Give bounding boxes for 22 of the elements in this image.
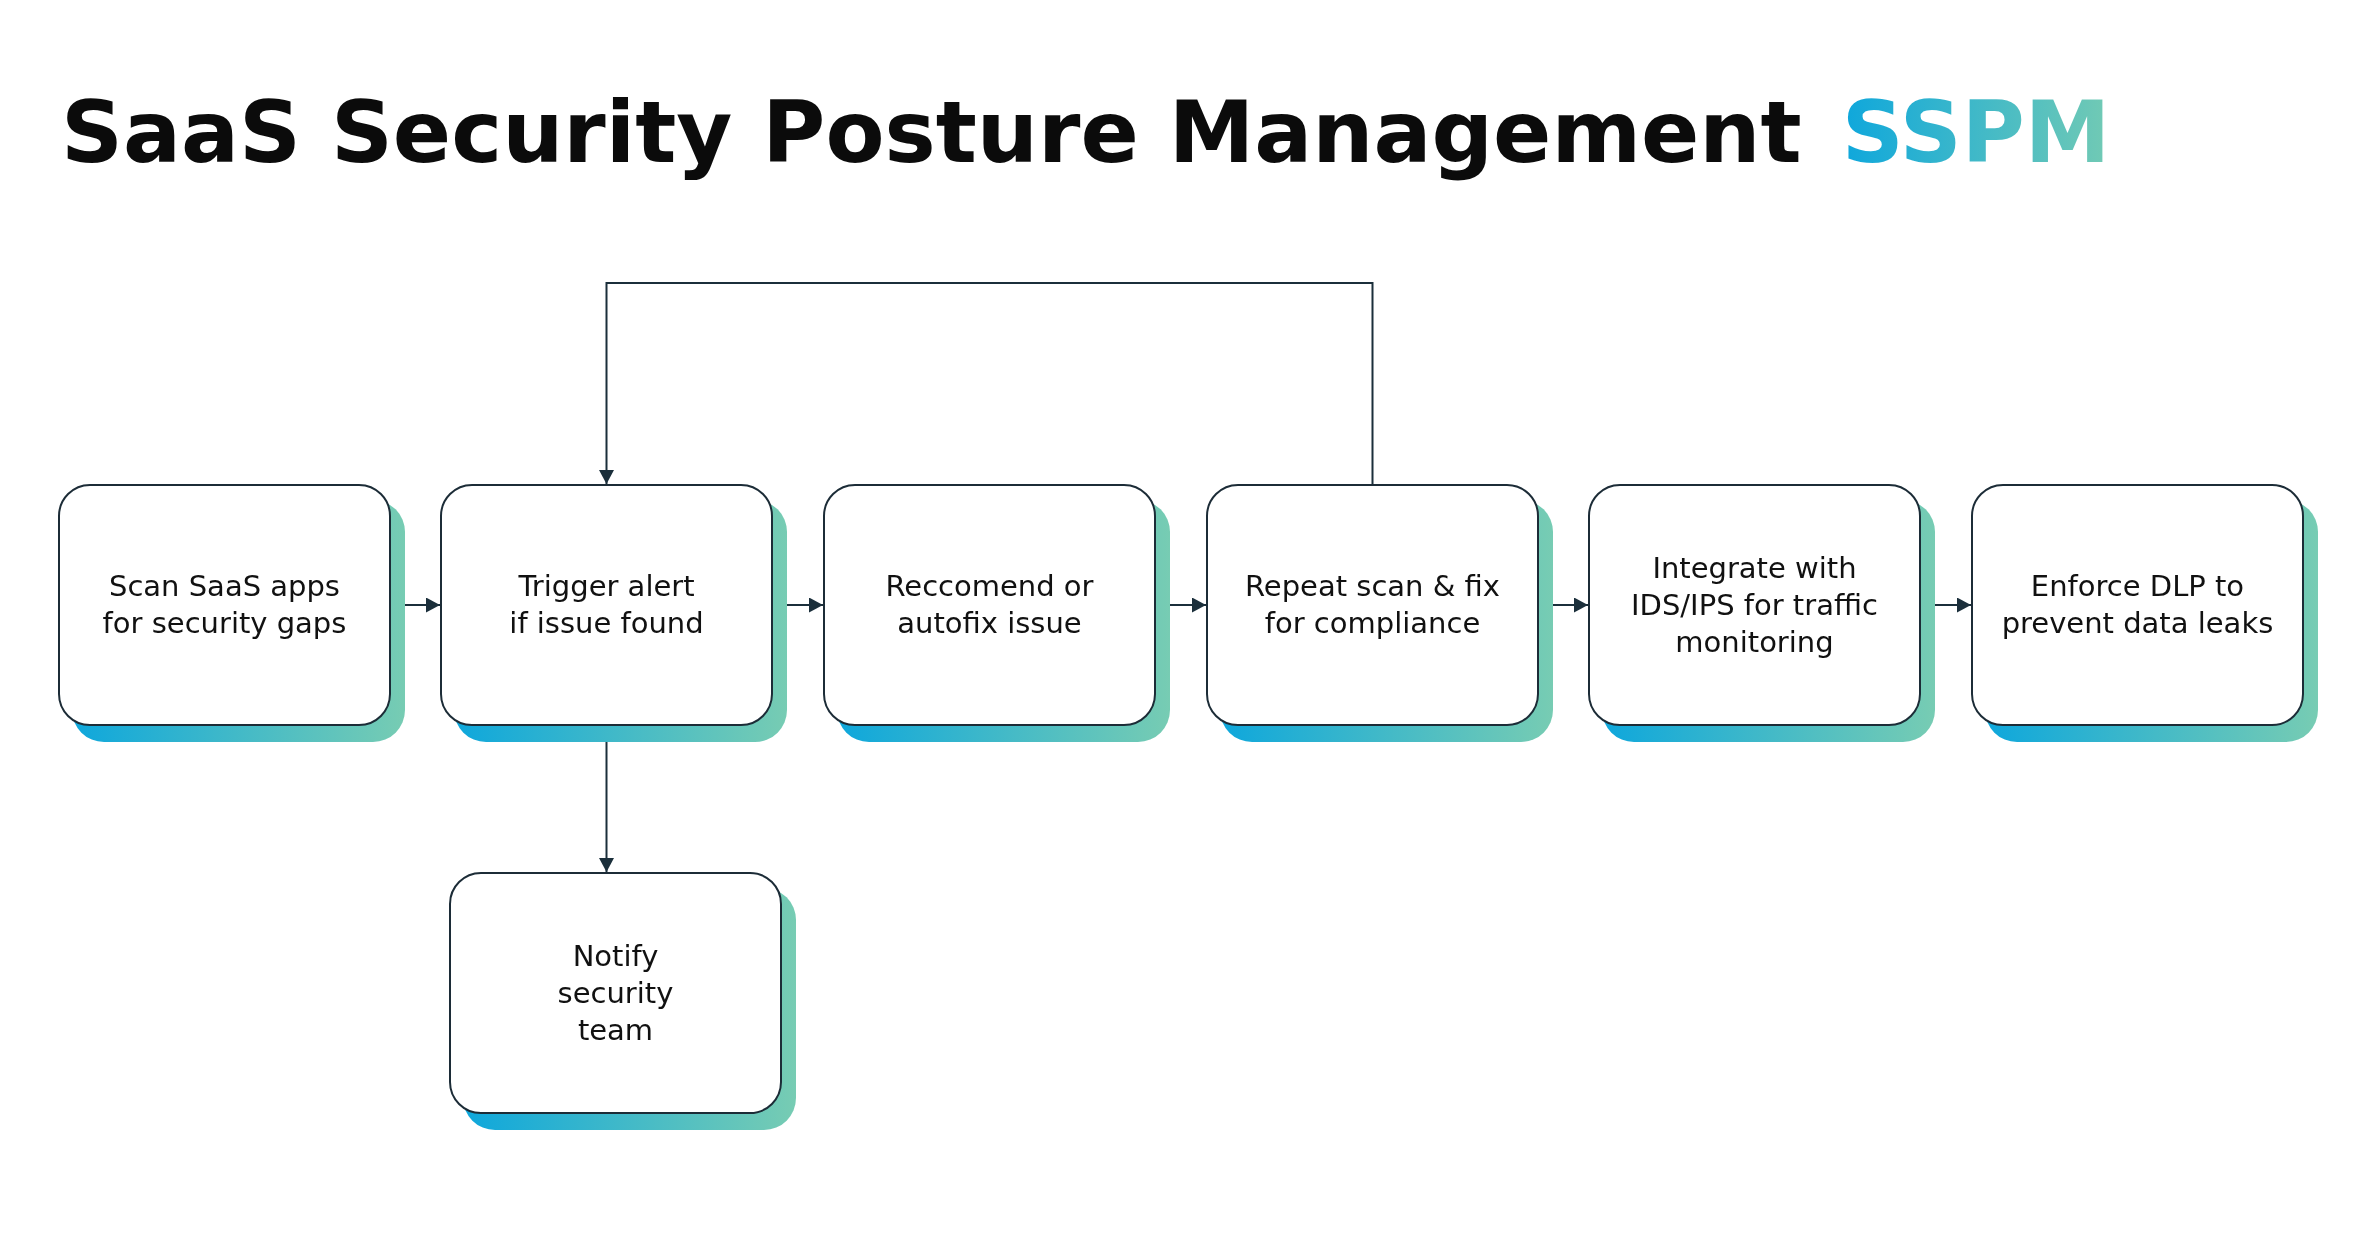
process-box bbox=[823, 484, 1170, 742]
step-text: Enforce DLP to prevent data leaks bbox=[2000, 568, 2275, 642]
process-box bbox=[1971, 484, 2318, 742]
arrow bbox=[599, 741, 614, 873]
arrow bbox=[599, 282, 1374, 485]
arrow bbox=[1169, 597, 1207, 613]
arrow bbox=[1552, 597, 1589, 613]
step-text: Integrate with IDS/IPS for traffic monitoring bbox=[1630, 549, 1879, 661]
process-box bbox=[1588, 484, 1935, 742]
diagram-title: SaaS Security Posture Management SSPM bbox=[61, 81, 2111, 184]
arrow bbox=[786, 597, 824, 613]
arrow bbox=[404, 597, 441, 613]
step-text: Trigger alert if issue found bbox=[508, 568, 705, 642]
step-text: Repeat scan & fix for compliance bbox=[1244, 568, 1501, 642]
step-text: Reccomend or autofix issue bbox=[884, 568, 1095, 642]
process-box bbox=[58, 484, 405, 742]
step-text: Scan SaaS apps for security gaps bbox=[101, 568, 348, 642]
process-box bbox=[440, 484, 787, 742]
process-box bbox=[1206, 484, 1553, 742]
step-text: Notify security team bbox=[556, 937, 675, 1049]
process-box bbox=[449, 872, 796, 1130]
arrow bbox=[1934, 597, 1972, 613]
